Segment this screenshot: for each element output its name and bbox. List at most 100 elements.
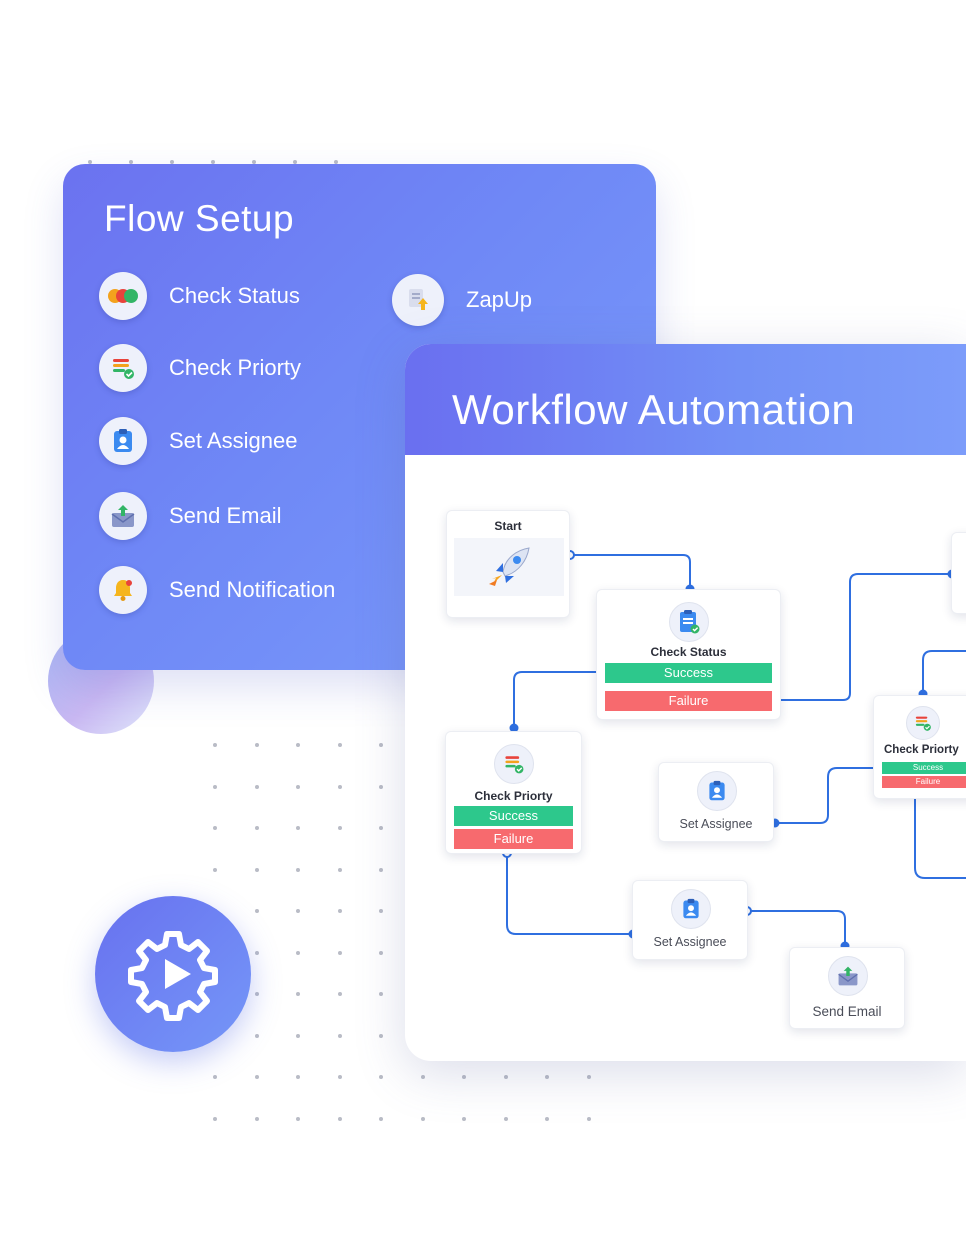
node-check-status[interactable]: Check Status Success Failure: [596, 589, 781, 720]
background-dot: [379, 1075, 383, 1079]
flow-item-send-email[interactable]: Send Email: [99, 492, 282, 540]
status-dots-icon: [99, 272, 147, 320]
connector-start-to-check-status: [570, 554, 691, 588]
bell-icon: [99, 566, 147, 614]
automation-play-button[interactable]: [95, 896, 251, 1052]
email-send-icon: [99, 492, 147, 540]
priority-list-icon: [906, 706, 940, 740]
background-dot: [337, 826, 342, 830]
background-dot: [254, 909, 259, 913]
flow-item-check-priority[interactable]: Check Priorty: [99, 344, 301, 392]
background-dot: [254, 992, 259, 996]
flow-item-set-assignee[interactable]: Set Assignee: [99, 417, 297, 465]
background-dot: [379, 826, 383, 830]
background-dot: [88, 160, 92, 164]
failure-branch[interactable]: Failure: [882, 776, 966, 788]
assignee-badge-icon: [99, 417, 147, 465]
success-branch[interactable]: Success: [882, 762, 966, 774]
background-dot: [213, 1075, 217, 1079]
connector-priority-failure-to-assignee: [506, 853, 633, 935]
flow-item-zapup[interactable]: ZapUp: [392, 274, 532, 326]
background-dot: [213, 826, 217, 830]
background-dot: [462, 1075, 466, 1079]
background-dot: [379, 992, 383, 996]
failure-branch[interactable]: Failure: [454, 829, 573, 849]
background-dot: [170, 160, 174, 164]
background-dot: [213, 1116, 217, 1121]
background-dot: [334, 160, 338, 164]
background-dot: [379, 743, 383, 747]
node-check-status-title: Check Status: [650, 645, 727, 659]
rocket-icon: [454, 538, 564, 596]
background-dot: [420, 1075, 425, 1079]
background-dot: [254, 950, 259, 955]
workflow-title: Workflow Automation: [452, 386, 856, 433]
background-dot: [213, 867, 217, 872]
connector-status-success-to-priority: [513, 671, 604, 728]
background-dot: [213, 743, 217, 747]
background-dot: [545, 1075, 549, 1079]
node-check-priority-left[interactable]: Check Priorty Success Failure: [445, 731, 582, 854]
background-dot: [296, 867, 300, 872]
success-branch[interactable]: Success: [454, 806, 573, 826]
flow-item-label: Check Status: [169, 283, 300, 308]
priority-list-icon: [99, 344, 147, 392]
background-dot: [462, 1116, 466, 1121]
flow-item-label: ZapUp: [466, 287, 533, 312]
node-start-title: Start: [494, 519, 522, 533]
background-dot: [379, 950, 383, 955]
background-dot: [296, 909, 300, 913]
node-top-right-partial[interactable]: [951, 532, 966, 614]
background-dot: [379, 909, 383, 913]
background-dot: [254, 1116, 259, 1121]
priority-list-icon: [494, 744, 534, 784]
background-dot: [254, 784, 259, 789]
background-dot: [337, 1075, 342, 1079]
background-dot: [337, 950, 342, 955]
connector-assignee-to-email: [747, 910, 846, 946]
flow-item-label: Check Priorty: [169, 355, 302, 380]
node-check-priority-right[interactable]: Check Priorty Success Failure: [873, 695, 966, 799]
background-dot: [254, 867, 259, 872]
zapup-icon: [392, 274, 444, 326]
background-dot: [296, 826, 300, 830]
background-dot: [254, 1075, 259, 1079]
background-dot: [296, 1033, 300, 1038]
node-send-email[interactable]: Send Email: [789, 947, 905, 1029]
background-dot: [296, 1075, 300, 1079]
flow-item-label: Set Assignee: [169, 428, 298, 453]
background-dot: [337, 909, 342, 913]
background-dot: [337, 784, 342, 789]
background-dot: [213, 784, 217, 789]
workflow-canvas[interactable]: Start: [405, 455, 966, 1061]
background-dot: [296, 992, 300, 996]
connector-right-priority-down: [914, 794, 966, 879]
background-dot: [379, 1033, 383, 1038]
background-dot: [337, 743, 342, 747]
background-dot: [252, 160, 256, 164]
workflow-automation-card: Workflow Automation: [405, 344, 966, 1061]
background-dot: [296, 743, 300, 747]
background-dot: [420, 1116, 425, 1121]
flow-item-check-status[interactable]: Check Status: [99, 272, 300, 320]
background-dot: [379, 1116, 383, 1121]
node-set-assignee-middle[interactable]: Set Assignee: [658, 762, 774, 842]
clipboard-check-icon: [669, 602, 709, 642]
flow-item-send-notification[interactable]: Send Notification: [99, 566, 335, 614]
background-dot: [254, 743, 259, 747]
background-dot: [545, 1116, 549, 1121]
node-start[interactable]: Start: [446, 510, 570, 618]
node-check-priority-title: Check Priorty: [474, 789, 553, 803]
success-branch[interactable]: Success: [605, 663, 772, 683]
assignee-badge-icon: [671, 889, 711, 929]
failure-branch[interactable]: Failure: [605, 691, 772, 711]
node-send-email-label: Send Email: [812, 1004, 882, 1019]
workflow-header: Workflow Automation: [405, 344, 966, 455]
flow-item-label: Send Notification: [169, 577, 336, 602]
connector-assignee-to-right-priority: [775, 767, 881, 824]
assignee-badge-icon: [697, 771, 737, 811]
node-set-assignee-bottom[interactable]: Set Assignee: [632, 880, 748, 960]
background-dot: [379, 784, 383, 789]
background-dot: [503, 1075, 508, 1079]
background-dot: [586, 1075, 591, 1079]
